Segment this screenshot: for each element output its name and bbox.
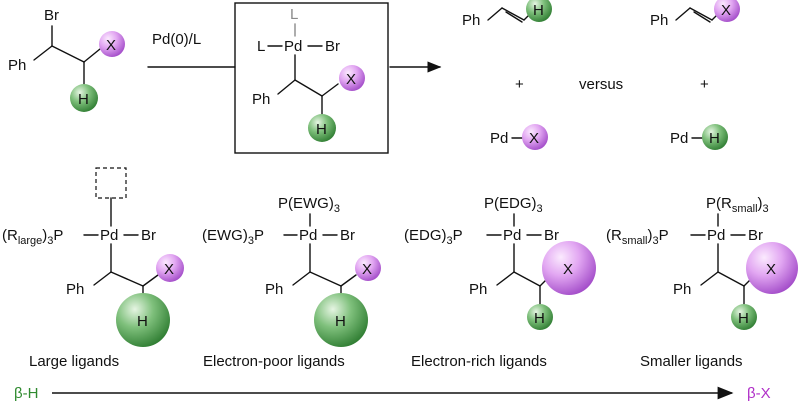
complex4-br: Br <box>748 227 763 244</box>
product-left-plus: + <box>515 76 524 93</box>
caption-electron-poor: Electron-poor ligands <box>203 353 345 370</box>
product-right-plus: + <box>700 76 709 93</box>
substrate-ph: Ph <box>8 57 26 74</box>
complex3-ph: Ph <box>469 281 487 298</box>
complex-large-ligands: (Rlarge)3P Pd Br Ph X H Large ligands <box>2 167 184 370</box>
intermediate-l-top: L <box>290 6 298 23</box>
substrate-x: X <box>106 37 116 54</box>
complex4-h: H <box>738 310 749 327</box>
intermediate-h: H <box>316 121 327 138</box>
complex4-ph: Ph <box>673 281 691 298</box>
complex2-br: Br <box>340 227 355 244</box>
caption-electron-rich: Electron-rich ligands <box>411 353 547 370</box>
x-sphere <box>99 31 125 57</box>
substrate-br: Br <box>44 7 59 24</box>
complex1-br: Br <box>141 227 156 244</box>
complex2-pd: Pd <box>299 227 317 244</box>
complex1-pd: Pd <box>100 227 118 244</box>
complex3-left-ligand: (EDG)3P <box>404 227 463 247</box>
caption-smaller-ligands: Smaller ligands <box>640 353 743 370</box>
products-beta-h: Ph H + Pd X <box>462 0 552 150</box>
intermediate-x: X <box>346 71 356 88</box>
product-left-pd: Pd <box>490 130 508 147</box>
complex4-top-ligand: P(Rsmall)3 <box>706 195 769 215</box>
intermediate-br: Br <box>325 38 340 55</box>
complex3-h: H <box>534 310 545 327</box>
complex3-pd: Pd <box>503 227 521 244</box>
complex2-left-ligand: (EWG)3P <box>202 227 264 247</box>
intermediate-l-left: L <box>257 38 265 55</box>
complex1-x: X <box>164 261 174 278</box>
caption-large-ligands: Large ligands <box>29 353 119 370</box>
product-right-h: H <box>709 130 720 147</box>
complex4-x: X <box>766 261 776 278</box>
intermediate-complex: L L Pd Br Ph X H <box>252 6 365 142</box>
axis-beta-x: β-X <box>747 385 771 402</box>
substrate-molecule: Br Ph X H <box>8 7 125 112</box>
complex4-pd: Pd <box>707 227 725 244</box>
axis-beta-h: β-H <box>14 385 38 402</box>
empty-site-box-icon <box>95 167 127 199</box>
complex1-ph: Ph <box>66 281 84 298</box>
complex3-x: X <box>563 261 573 278</box>
products-beta-x: Ph X + Pd H <box>650 0 740 150</box>
reagent-label: Pd(0)/L <box>152 31 201 48</box>
product-right-pd: Pd <box>670 130 688 147</box>
product-left-x: X <box>529 130 539 147</box>
complex1-left-ligand: (Rlarge)3P <box>2 227 63 247</box>
complex-smaller-ligands: P(Rsmall)3 (Rsmall)3P Pd Br Ph X H Small… <box>606 195 798 370</box>
product-left-ph: Ph <box>462 12 480 29</box>
product-right-x: X <box>721 2 731 19</box>
product-left-h: H <box>533 2 544 19</box>
product-right-ph: Ph <box>650 12 668 29</box>
intermediate-pd: Pd <box>284 38 302 55</box>
intermediate-ph: Ph <box>252 91 270 108</box>
complex4-left-ligand: (Rsmall)3P <box>606 227 669 247</box>
versus-label: versus <box>579 76 623 93</box>
complex3-br: Br <box>544 227 559 244</box>
substrate-h: H <box>78 91 89 108</box>
complex1-h: H <box>137 313 148 330</box>
complex2-top-ligand: P(EWG)3 <box>278 195 340 215</box>
complex2-h: H <box>335 313 346 330</box>
complex-electron-rich: P(EDG)3 (EDG)3P Pd Br Ph X H Electron-ri… <box>404 195 596 370</box>
complex-electron-poor: P(EWG)3 (EWG)3P Pd Br Ph X H Electron-po… <box>202 195 381 370</box>
h-sphere <box>70 84 98 112</box>
complex3-top-ligand: P(EDG)3 <box>484 195 543 215</box>
complex2-x: X <box>362 261 372 278</box>
intermediate-box <box>234 2 389 154</box>
complex2-ph: Ph <box>265 281 283 298</box>
